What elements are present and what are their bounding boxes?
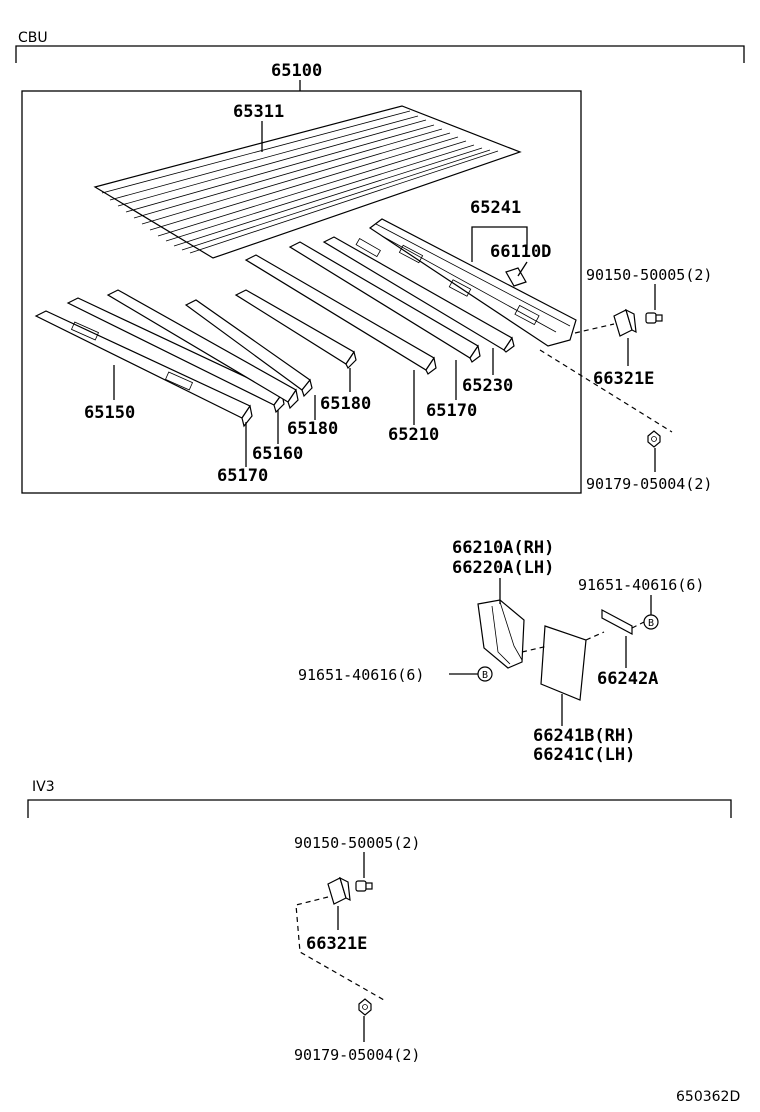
nut-90179-cbu bbox=[647, 430, 661, 448]
part-label-65180-center: 65180 bbox=[320, 394, 371, 414]
part-label-91651-left: 91651-40616(6) bbox=[298, 666, 424, 684]
dash-66321E-iv3 bbox=[295, 896, 385, 1001]
section-label-iv3: IV3 bbox=[32, 779, 55, 795]
rear-sill-65241 bbox=[368, 218, 577, 347]
part-label-66242A: 66242A bbox=[597, 669, 658, 689]
dash-flap-a bbox=[521, 645, 549, 653]
part-label-66241C: 66241C(LH) bbox=[533, 745, 635, 765]
floor-panel-65311 bbox=[93, 105, 522, 259]
part-label-66321E-iv3: 66321E bbox=[306, 934, 367, 954]
mudflap-bracket-66210A bbox=[477, 599, 525, 669]
dash-90179-cbu bbox=[539, 349, 673, 433]
part-label-66321E-cbu: 66321E bbox=[593, 369, 654, 389]
part-label-65210: 65210 bbox=[388, 425, 439, 445]
part-label-90179-iv3: 90179-05004(2) bbox=[294, 1046, 420, 1064]
dash-flap-b bbox=[585, 631, 605, 641]
sill-65150 bbox=[34, 310, 253, 428]
sill-65230 bbox=[322, 236, 515, 353]
bolt-marker-left-text: B bbox=[482, 670, 488, 681]
part-label-66110D: 66110D bbox=[490, 242, 551, 262]
hinge-bracket-66321E-iv3 bbox=[327, 876, 351, 905]
dash-flap-c bbox=[631, 621, 645, 629]
bolt-marker-right-text: B bbox=[648, 618, 654, 629]
plate-66242A bbox=[601, 609, 633, 635]
leaders-sills bbox=[113, 226, 528, 467]
part-label-65170-front: 65170 bbox=[217, 466, 268, 486]
part-label-65311: 65311 bbox=[233, 102, 284, 122]
section-bracket-cbu bbox=[15, 45, 745, 63]
sill-65180-front bbox=[106, 289, 299, 410]
part-label-65100: 65100 bbox=[271, 61, 322, 81]
part-label-65150: 65150 bbox=[84, 403, 135, 423]
part-label-90179-cbu: 90179-05004(2) bbox=[586, 475, 712, 493]
part-label-65241: 65241 bbox=[470, 198, 521, 218]
part-label-65160: 65160 bbox=[252, 444, 303, 464]
nut-90179-iv3 bbox=[358, 998, 372, 1016]
part-label-66220A: 66220A(LH) bbox=[452, 558, 554, 578]
section-label-cbu: CBU bbox=[18, 30, 48, 46]
part-label-65180-front: 65180 bbox=[287, 419, 338, 439]
bolt-marker-right: B bbox=[643, 614, 659, 630]
bracket-66110D bbox=[505, 267, 527, 287]
sill-65160 bbox=[66, 297, 285, 414]
sill-65170-front bbox=[234, 289, 357, 370]
sill-65170-rear bbox=[288, 241, 481, 363]
part-label-90150-cbu: 90150-50005(2) bbox=[586, 266, 712, 284]
part-label-91651-right: 91651-40616(6) bbox=[578, 576, 704, 594]
section-bracket-iv3 bbox=[27, 799, 732, 818]
part-label-66241B: 66241B(RH) bbox=[533, 726, 635, 746]
sill-65180-center bbox=[184, 299, 313, 398]
assembly-frame-65100 bbox=[21, 90, 582, 494]
bolt-marker-left: B bbox=[477, 666, 493, 682]
part-label-90150-iv3: 90150-50005(2) bbox=[294, 834, 420, 852]
part-label-66210A: 66210A(RH) bbox=[452, 538, 554, 558]
sill-65210 bbox=[244, 254, 437, 375]
bolt-90150-iv3 bbox=[355, 880, 373, 892]
drawing-number: 650362D bbox=[676, 1089, 740, 1105]
bolt-90150-cbu bbox=[645, 312, 663, 324]
part-label-65170-rear: 65170 bbox=[426, 401, 477, 421]
part-label-65230: 65230 bbox=[462, 376, 513, 396]
hinge-bracket-66321E-cbu bbox=[613, 308, 637, 337]
dash-66321E-cbu bbox=[574, 323, 615, 334]
mudflap-66241B bbox=[540, 625, 587, 701]
